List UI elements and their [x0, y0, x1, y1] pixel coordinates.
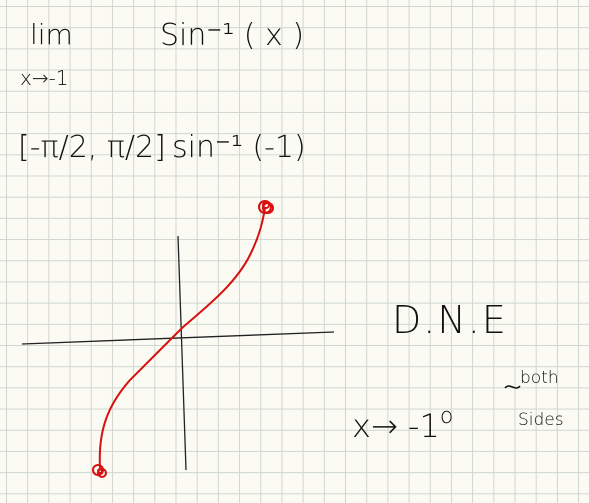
y-axis [177, 235, 187, 471]
approach-prefix: x→ -1 [352, 407, 440, 445]
endpoint-top-circle [258, 200, 274, 214]
sides-label: Sides [518, 410, 564, 430]
dne-label: D.N.E [392, 298, 508, 342]
endpoint-bottom-circle [92, 464, 107, 478]
approach-ring: o [439, 404, 454, 429]
arcsin-evaluation: sin⁻¹ (-1) [172, 130, 306, 165]
approach-expression: x→ -1o [352, 404, 453, 445]
arcsin-expression: Sin⁻¹ ( x ) [160, 18, 305, 53]
tilde-mark [504, 385, 521, 389]
x-axis [21, 331, 335, 345]
both-label: both [520, 368, 559, 388]
arcsin-curve [98, 207, 266, 469]
limit-word: lim [30, 18, 73, 51]
limit-subscript: x→-1 [20, 66, 69, 90]
domain-interval: [-π/2, π/2] [18, 130, 166, 165]
